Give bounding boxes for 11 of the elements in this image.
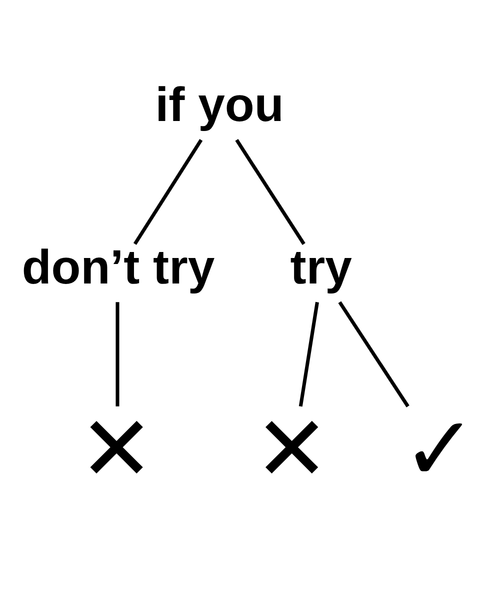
node-text: ✕	[254, 397, 330, 502]
connector	[132, 139, 202, 245]
node-text: try	[290, 240, 352, 294]
connector	[338, 301, 409, 408]
node-text: ✕	[78, 397, 154, 502]
connector	[234, 139, 305, 245]
connector	[115, 302, 119, 406]
connector	[298, 302, 318, 407]
node-text: ✓	[401, 397, 477, 502]
node-text: if you	[154, 78, 284, 132]
node-text: don’t try	[21, 240, 214, 294]
